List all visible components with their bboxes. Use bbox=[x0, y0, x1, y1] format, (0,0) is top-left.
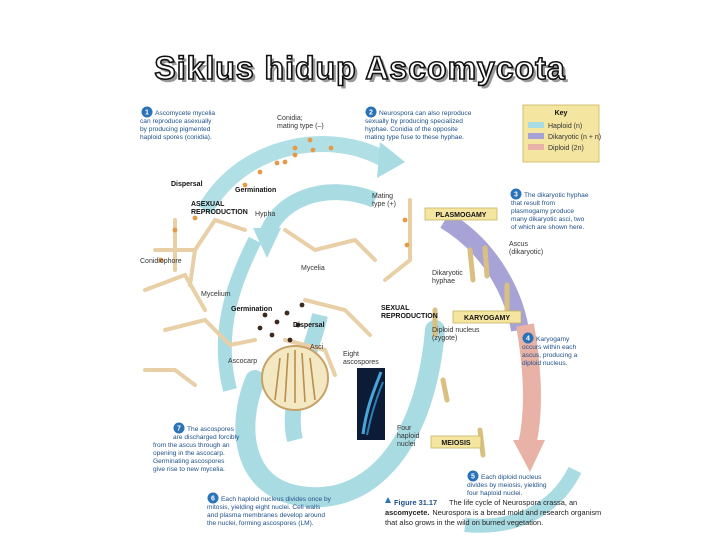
step-4-text: Karyogamy occurs within each ascus, prod… bbox=[522, 336, 579, 367]
step-badge-1: 1 bbox=[141, 106, 153, 118]
step-badge-5: 5 bbox=[467, 470, 479, 482]
label-sexual: SEXUAL REPRODUCTION bbox=[381, 305, 438, 320]
ascospore-micrograph bbox=[357, 368, 385, 440]
life-cycle-figure: Key Haploid (n) Dikaryotic (n + n) Diplo… bbox=[140, 104, 601, 533]
asci-inside bbox=[274, 350, 316, 403]
stage-meiosis: MEIOSIS bbox=[430, 435, 482, 449]
svg-text:3: 3 bbox=[514, 192, 518, 199]
label-asci: Asci bbox=[310, 344, 324, 351]
caption-figure-number: Figure 31.17 bbox=[394, 498, 437, 507]
svg-text:7: 7 bbox=[177, 426, 181, 433]
haploid-cycle-arrow bbox=[235, 320, 445, 508]
label-mycelium: Mycelium bbox=[201, 291, 231, 298]
dikaryotic-asci bbox=[432, 245, 510, 458]
key-label-haploid: Haploid (n) bbox=[548, 123, 582, 130]
svg-text:KARYOGAMY: KARYOGAMY bbox=[464, 315, 510, 322]
key-label-dikaryotic: Dikaryotic (n + n) bbox=[548, 134, 601, 141]
label-ascus-dikaryotic: Ascus (dikaryotic) bbox=[509, 241, 543, 256]
haploid-bottom-right bbox=[464, 466, 582, 533]
svg-text:PLASMOGAMY: PLASMOGAMY bbox=[436, 212, 487, 219]
step-badge-6: 6 bbox=[207, 492, 219, 504]
top-arrowhead bbox=[377, 142, 405, 178]
key-title: Key bbox=[555, 110, 568, 117]
step-2-text: Neurospora can also reproduce sexually b… bbox=[365, 110, 473, 141]
label-eight-ascospores: Eight ascospores bbox=[343, 351, 379, 366]
label-dispersal-top: Dispersal bbox=[171, 181, 203, 188]
label-conidia: Conidia; mating type (–) bbox=[277, 115, 324, 130]
diploid-arrowhead bbox=[513, 440, 545, 472]
label-hypha: Hypha bbox=[255, 211, 275, 218]
key-label-diploid: Diploid (2n) bbox=[548, 145, 584, 152]
stage-plasmogamy: PLASMOGAMY bbox=[424, 207, 498, 221]
caption-line-3: that also grows in the wild on burned ve… bbox=[385, 518, 543, 527]
label-mating-type: Mating type (+) bbox=[372, 193, 396, 208]
key-swatch-dikaryotic bbox=[528, 133, 544, 139]
label-asexual: ASEXUAL REPRODUCTION bbox=[191, 201, 248, 216]
haploid-arc-top bbox=[198, 136, 390, 215]
haploid-left bbox=[217, 236, 262, 392]
key-box: Key Haploid (n) Dikaryotic (n + n) Diplo… bbox=[522, 104, 601, 163]
label-germination-mid: Germination bbox=[231, 306, 272, 313]
svg-text:2: 2 bbox=[369, 110, 373, 117]
label-dispersal-mid: Dispersal bbox=[293, 322, 325, 329]
step-badge-3: 3 bbox=[510, 188, 522, 200]
label-diploid-nucleus: Diploid nucleus (zygote) bbox=[432, 327, 481, 342]
dispersing-spores bbox=[158, 137, 410, 263]
hyphae-network bbox=[143, 198, 412, 387]
step-badge-4: 4 bbox=[522, 332, 534, 344]
label-conidiophore: Conidiophore bbox=[140, 258, 182, 265]
figure-caption: Figure 31.17 The life cycle of Neurospor… bbox=[385, 497, 601, 527]
stage-karyogamy: KARYOGAMY bbox=[452, 310, 522, 324]
step-5-text: Each diploid nucleus divides by meiosis,… bbox=[467, 474, 548, 497]
svg-text:1: 1 bbox=[145, 110, 149, 117]
micrograph-ascus bbox=[361, 371, 383, 435]
svg-text:6: 6 bbox=[211, 496, 215, 503]
key-swatch-diploid bbox=[528, 144, 544, 150]
step-1-text: Ascomycete mycelia can reproduce asexual… bbox=[140, 110, 217, 141]
label-dikaryotic-hyphae: Dikaryotic hyphae bbox=[432, 270, 465, 285]
released-ascospores bbox=[257, 302, 305, 343]
step-3-text: The dikaryotic hyphae that result from p… bbox=[511, 192, 590, 231]
caption-line-1: The life cycle of Neurospora crassa, an bbox=[449, 498, 577, 507]
svg-text:5: 5 bbox=[471, 474, 475, 481]
step-badge-7: 7 bbox=[173, 422, 185, 434]
label-four-haploid-nuclei: Four haploid nuclei bbox=[397, 425, 422, 448]
step-7-text: The ascospores are discharged forcibly f… bbox=[153, 426, 241, 473]
caption-line-2: ascomycete.Neurospora is a bread mold an… bbox=[385, 508, 601, 517]
haploid-loop bbox=[257, 184, 378, 243]
svg-text:4: 4 bbox=[526, 336, 530, 343]
key-swatch-haploid bbox=[528, 122, 544, 128]
label-ascocarp: Ascocarp bbox=[228, 358, 257, 365]
slide-title: Siklus hidup Ascomycota bbox=[154, 49, 566, 87]
label-mycelia: Mycelia bbox=[301, 265, 325, 272]
step-6-text: Each haploid nucleus divides once by mit… bbox=[207, 496, 333, 527]
step-badge-2: 2 bbox=[365, 106, 377, 118]
svg-text:MEIOSIS: MEIOSIS bbox=[441, 440, 471, 447]
label-germination-top: Germination bbox=[235, 187, 276, 194]
loop-arrowhead bbox=[253, 228, 281, 258]
